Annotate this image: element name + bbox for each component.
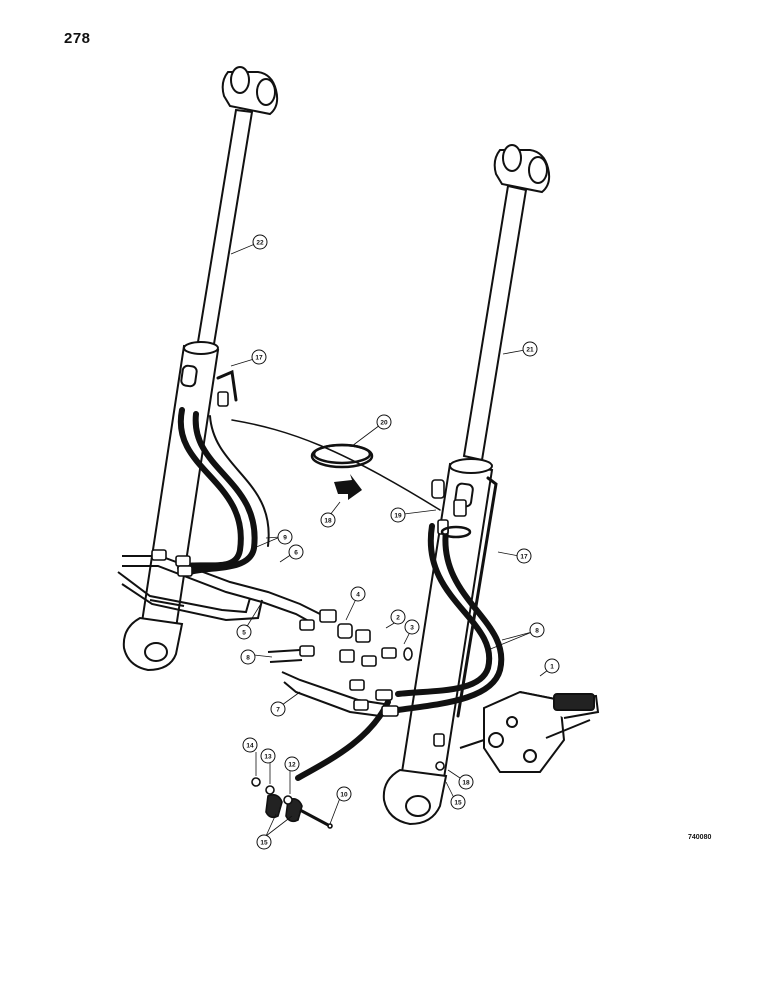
direction-arrow bbox=[334, 474, 362, 500]
callout-6: 6 bbox=[288, 544, 304, 560]
callout-5: 5 bbox=[236, 624, 252, 640]
callout-9-label: 9 bbox=[283, 535, 287, 542]
callout-8a: 8 bbox=[529, 622, 545, 638]
control-valve bbox=[459, 690, 600, 773]
right-cylinder bbox=[382, 144, 551, 826]
callout-14: 14 bbox=[242, 737, 258, 753]
callout-17a-label: 17 bbox=[255, 355, 263, 362]
callout-18: 18 bbox=[320, 512, 336, 528]
callout-3-label: 3 bbox=[410, 625, 414, 632]
callout-15: 15 bbox=[256, 834, 272, 850]
callout-19-label: 19 bbox=[394, 513, 402, 520]
callout-15b: 15 bbox=[450, 794, 466, 810]
callout-4-label: 4 bbox=[356, 592, 360, 599]
callout-17b-label: 17 bbox=[520, 554, 528, 561]
callout-8b-label: 8 bbox=[246, 655, 250, 662]
callout-10-label: 10 bbox=[340, 792, 348, 799]
page-number: 278 bbox=[64, 30, 91, 47]
callout-17a: 17 bbox=[251, 349, 267, 365]
callout-17b: 17 bbox=[516, 548, 532, 564]
drawing-code: 740080 bbox=[688, 834, 712, 841]
callout-13: 13 bbox=[260, 748, 276, 764]
hoses bbox=[177, 369, 505, 781]
callout-18b: 18 bbox=[458, 774, 474, 790]
callout-12: 12 bbox=[284, 756, 300, 772]
callout-15-label: 15 bbox=[260, 840, 268, 847]
callout-22-label: 22 bbox=[256, 240, 264, 247]
callout-19: 19 bbox=[390, 507, 406, 523]
hose-clamp bbox=[310, 443, 472, 539]
fittings bbox=[151, 391, 467, 747]
callout-21-label: 21 bbox=[526, 347, 534, 354]
callout-8b: 8 bbox=[240, 649, 256, 665]
callouts: 22 21 17 20 18 19 17 9 6 5 4 2 3 8 8 7 1… bbox=[236, 234, 560, 850]
callout-22: 22 bbox=[252, 234, 268, 250]
callout-21: 21 bbox=[522, 341, 538, 357]
callout-18-label: 18 bbox=[324, 518, 332, 525]
callout-6-label: 6 bbox=[294, 550, 298, 557]
callout-13-label: 13 bbox=[264, 754, 272, 761]
callout-20-label: 20 bbox=[380, 420, 388, 427]
callout-5-label: 5 bbox=[242, 630, 246, 637]
callout-12-label: 12 bbox=[288, 762, 296, 769]
callout-2-label: 2 bbox=[396, 615, 400, 622]
callout-7-label: 7 bbox=[276, 707, 280, 714]
callout-3: 3 bbox=[404, 619, 420, 635]
left-cylinder bbox=[122, 66, 279, 672]
callout-7: 7 bbox=[270, 701, 286, 717]
callout-20: 20 bbox=[376, 414, 392, 430]
callout-9: 9 bbox=[277, 529, 293, 545]
callout-10: 10 bbox=[336, 786, 352, 802]
callout-15b-label: 15 bbox=[454, 800, 462, 807]
callout-8a-label: 8 bbox=[535, 628, 539, 635]
callout-14-label: 14 bbox=[246, 743, 254, 750]
callout-1-label: 1 bbox=[550, 664, 554, 671]
callout-4: 4 bbox=[350, 586, 366, 602]
callout-18b-label: 18 bbox=[462, 780, 470, 787]
callout-2: 2 bbox=[390, 609, 406, 625]
callout-1: 1 bbox=[544, 658, 560, 674]
